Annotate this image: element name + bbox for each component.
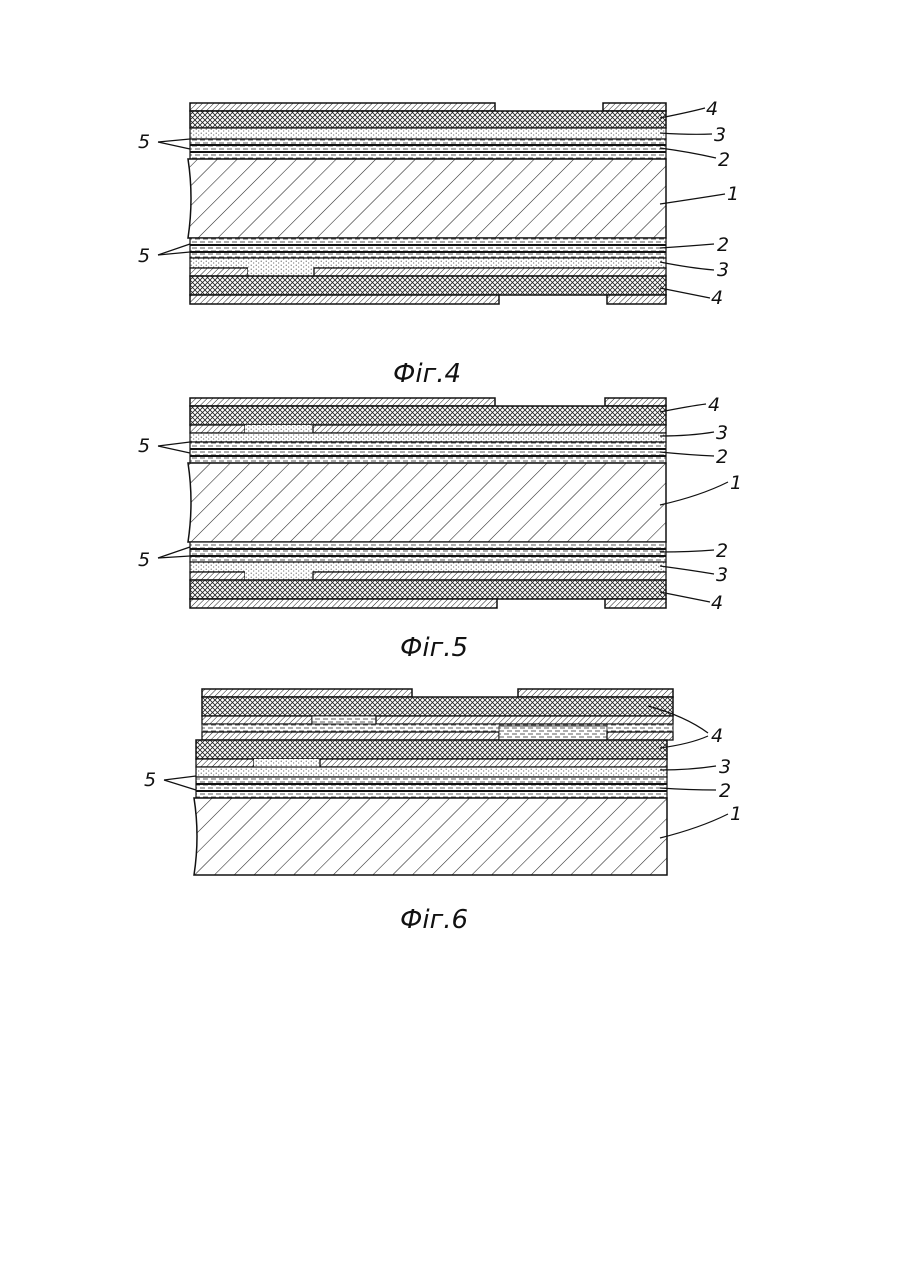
- fig5-label-5-top: 5: [138, 435, 150, 457]
- fig4-label-4-top: 4: [706, 98, 718, 120]
- fig6-inner-electrode-a-right: [376, 716, 673, 724]
- fig4-label-4-bot: 4: [711, 287, 723, 309]
- fig4-bottom-layer-4: [190, 276, 666, 295]
- fig5-bottom-layer-4: [190, 580, 666, 599]
- figure-5: 4 3 2 1 2 3 4 5 5 Фіг.5: [138, 394, 742, 663]
- fig6-inner-electrode-b-left: [202, 732, 499, 740]
- fig6-label-4: 4: [711, 725, 723, 747]
- fig4-bottom-electrode-left: [190, 295, 499, 304]
- fig5-bottom-inner-electrode-right: [313, 572, 666, 580]
- fig4-label-3-top: 3: [714, 124, 726, 146]
- fig5-bottom-inner-gap: [245, 566, 313, 580]
- fig4-label-3-bot: 3: [717, 259, 729, 281]
- fig5-top-inner-electrode-right: [313, 425, 666, 433]
- fig5-substrate-1: [188, 463, 666, 542]
- fig6-inner-gap-b: [499, 726, 607, 740]
- fig4-label-2-bot: 2: [717, 234, 729, 256]
- fig5-label-4-bot: 4: [711, 592, 723, 614]
- fig6-caption: Фіг.6: [400, 905, 468, 935]
- fig6-label-3: 3: [719, 756, 731, 778]
- fig6-layer-3: [196, 767, 667, 777]
- fig6-label-2: 2: [719, 780, 731, 802]
- fig4-top-electrode-right: [603, 103, 666, 111]
- fig4-top-electrode-left: [190, 103, 495, 111]
- fig4-bottom-inner-electrode-right: [314, 268, 666, 276]
- fig4-label-5-top: 5: [138, 131, 150, 153]
- fig5-bottom-electrode-right: [605, 599, 666, 608]
- fig6-inner-electrode-b-right: [607, 732, 673, 740]
- fig6-top-electrode-right: [518, 689, 673, 697]
- fig4-label-5-bot: 5: [138, 245, 150, 267]
- fig5-label-2-top: 2: [716, 446, 728, 468]
- fig6-inner-electrode-a-left: [202, 716, 312, 724]
- fig4-top-layer-3: [190, 128, 666, 139]
- fig6-inner-electrode-c-left: [196, 759, 254, 767]
- fig6-layer-4b: [196, 740, 667, 759]
- fig5-top-inner-electrode-left: [190, 425, 245, 433]
- fig6-label-5: 5: [144, 769, 156, 791]
- fig5-label-3-top: 3: [716, 422, 728, 444]
- fig4-bottom-inner-electrode-left: [190, 268, 248, 276]
- fig4-bottom-layer-2: [190, 238, 666, 258]
- fig5-bottom-inner-electrode-left: [190, 572, 245, 580]
- fig6-layer-2: [196, 777, 667, 798]
- fig4-label-1: 1: [727, 183, 739, 205]
- fig4-top-layer-4: [190, 111, 666, 128]
- fig5-top-layer-2: [190, 442, 666, 463]
- figure-4: 4 3 2 1 2 3 4 5 5 Фіг.4: [138, 98, 739, 389]
- fig4-substrate-1: [188, 159, 666, 238]
- fig4-bottom-electrode-right: [607, 295, 666, 304]
- fig5-label-3-bot: 3: [716, 564, 728, 586]
- fig5-top-electrode-left: [190, 398, 495, 406]
- fig4-bottom-inner-gap: [248, 262, 314, 276]
- fig5-bottom-layer-2: [190, 542, 666, 562]
- fig5-top-electrode-right: [605, 398, 666, 406]
- fig5-label-4-top: 4: [708, 394, 720, 416]
- fig5-label-1: 1: [730, 472, 742, 494]
- figure-6: 4 3 2 1 5 Фіг.6: [144, 689, 742, 935]
- fig5-label-2-bot: 2: [716, 540, 728, 562]
- fig5-bottom-electrode-left: [190, 599, 497, 608]
- fig6-substrate-1: [194, 798, 667, 875]
- fig5-top-layer-3: [190, 433, 666, 442]
- fig5-label-5-bot: 5: [138, 549, 150, 571]
- fig6-layer-4a: [202, 697, 673, 716]
- fig5-caption: Фіг.5: [400, 633, 468, 663]
- fig5-top-layer-4: [190, 406, 666, 425]
- fig4-caption: Фіг.4: [393, 359, 461, 389]
- fig4-label-2-top: 2: [718, 149, 730, 171]
- fig6-label-1: 1: [730, 803, 742, 825]
- fig4-top-layer-2: [190, 139, 666, 159]
- fig6-inner-electrode-c-right: [320, 759, 667, 767]
- fig6-top-electrode-left: [202, 689, 412, 697]
